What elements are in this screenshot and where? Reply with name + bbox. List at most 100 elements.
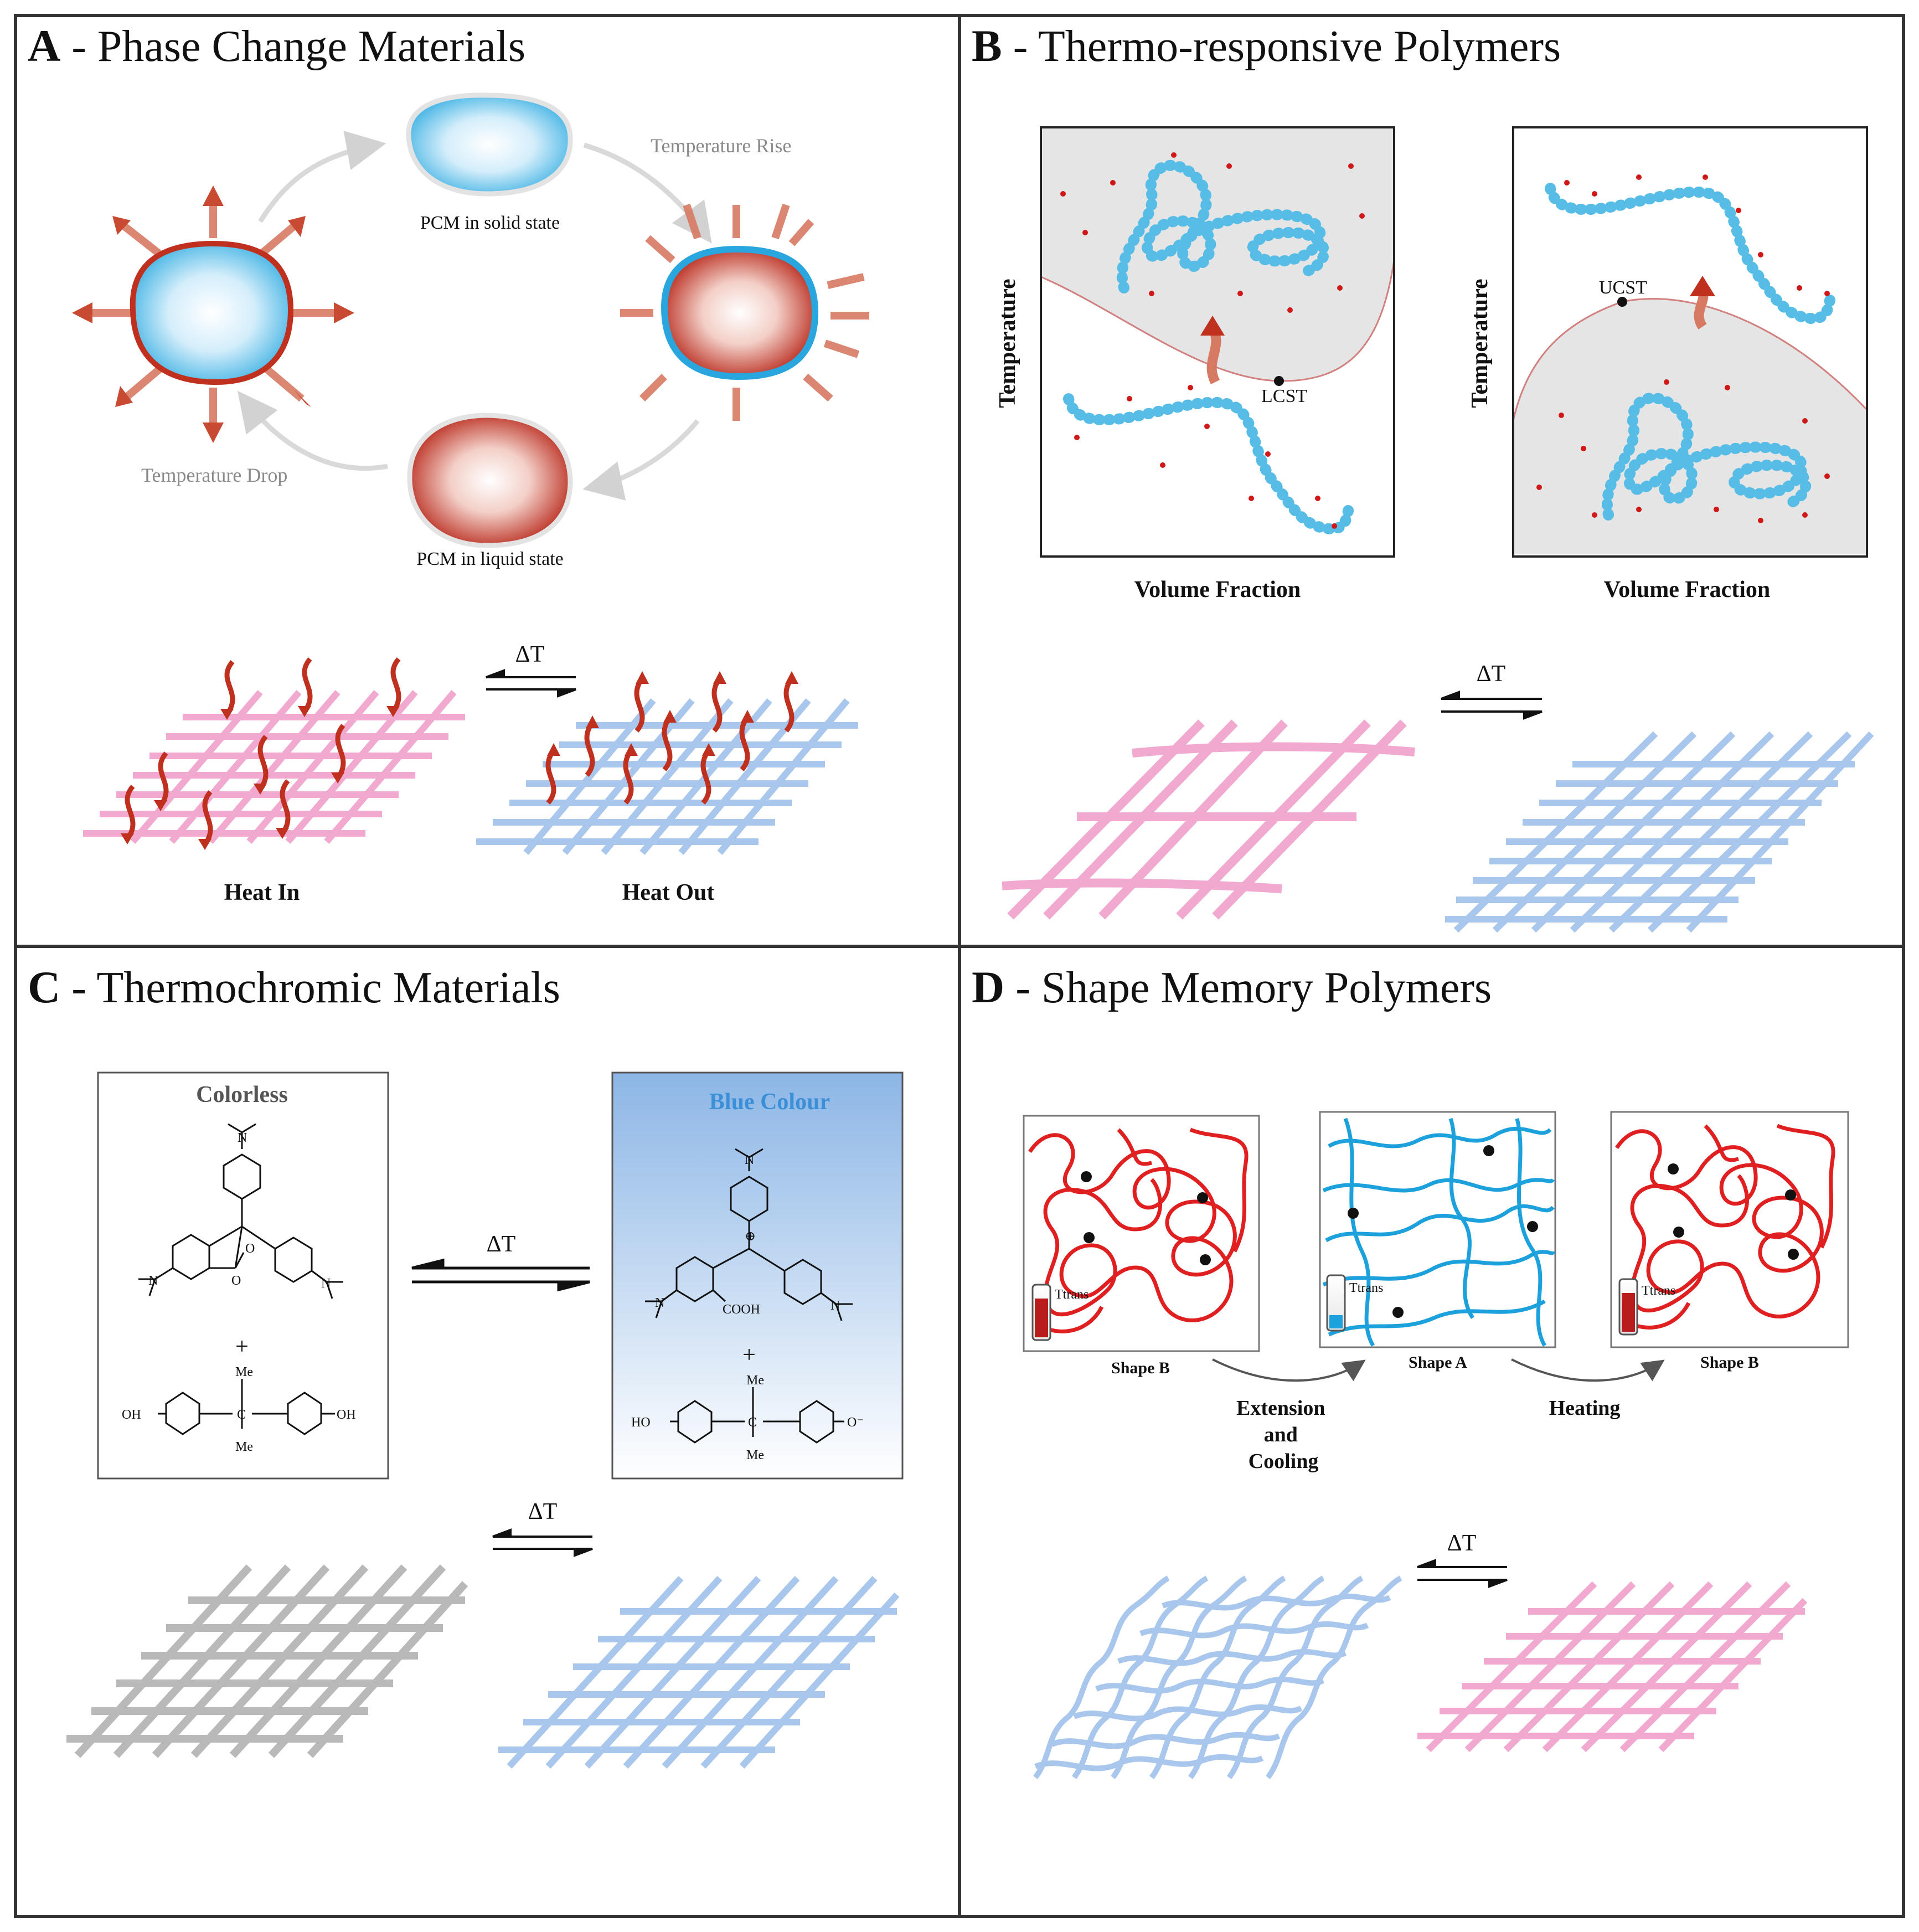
chem-n-top-colored: N [745,1153,754,1167]
chem-n-left-colored: N [655,1296,664,1310]
ucst-arrowhead [1690,276,1715,296]
crosslinks-2 [1348,1145,1538,1318]
label-pcm-liquid: PCM in liquid state [416,549,563,569]
equilibrium-arrows-d [1417,1559,1508,1588]
label-heating: Heating [1549,1397,1621,1420]
colorless-box [97,1071,389,1480]
chem-me-bottom-bpa-colored: Me [746,1448,764,1462]
ucst-frame [1512,126,1868,558]
equilibrium-arrows-a [486,669,576,698]
thermometer-3 [1618,1278,1638,1336]
panel-b: B - Thermo-responsive Polymers LCST Temp… [972,20,1874,933]
delta-t-a: ΔT [515,642,545,667]
step1-line1: Extension [1236,1397,1325,1420]
lcst-arrowhead [1200,316,1225,336]
crosslinks-1 [1081,1171,1211,1265]
chem-n-right-leuco: N [321,1276,331,1291]
chem-me-top-bpa-colored: Me [746,1373,764,1388]
chem-o-carbonyl-leuco: O [231,1274,241,1288]
cycle-arrow-top-right [583,142,712,244]
ucst-chain-extended [1545,183,1838,324]
label-heat-out: Heat Out [622,880,715,905]
label-extension-cooling: Extension and Cooling [1236,1397,1330,1473]
lcst-diagram: LCST Temperature Volume Fraction [995,126,1395,602]
label-temperature-drop: Temperature Drop [141,464,287,486]
shape-a-box [1319,1111,1556,1348]
xlabel-volume-fraction-left: Volume Fraction [1134,577,1301,602]
delta-t-d: ΔT [1447,1531,1477,1556]
label-ucst: UCST [1599,277,1647,298]
panel-c-title: C - Thermochromic Materials [28,962,560,1012]
chem-plus-colored: + [742,1342,756,1368]
pcm-absorbing-heat [620,203,869,421]
blue-colour-box [611,1071,904,1480]
chem-n-right-colored: N [830,1299,840,1313]
lcst-chain-extended [1063,393,1356,535]
pcm-blob-left [130,240,294,385]
mesh-heat-in [83,690,465,844]
panel-a: A - Phase Change Materials Temperature R… [28,20,869,905]
equilibrium-arrows-b [1441,691,1543,720]
label-ttrans-3: Ttrans [1642,1284,1675,1298]
mesh-wavy-blue [1033,1575,1402,1779]
lcst-binodal-curve [1040,260,1395,382]
step1-line2: and [1264,1423,1298,1446]
pcm-solid-blob [406,92,573,197]
lcst-frame [1040,126,1395,558]
mesh-collapsed [1445,731,1874,933]
equilibrium-arrows-c-bottom [492,1528,593,1557]
colored-dye-structure [645,1148,853,1444]
cycle-arrow-top-left [258,131,386,223]
panel-b-title: B - Thermo-responsive Polymers [972,20,1561,71]
equilibrium-arrows-c-top [411,1258,590,1292]
chem-n-top-leuco: N [238,1131,247,1145]
lcst-two-phase-region [1041,127,1394,382]
panel-a-title: A - Phase Change Materials [28,20,525,71]
delta-t-b: ΔT [1477,661,1506,687]
panel-c: C - Thermochromic Materials Colorless [28,962,904,1769]
panel-d: D - Shape Memory Polymers Ttrans Shape B… [972,962,1849,1779]
chem-c-bpa: C [237,1408,246,1422]
xlabel-volume-fraction-right: Volume Fraction [1604,577,1771,602]
ylabel-temperature-left: Temperature [995,279,1020,408]
label-shape-b-2: Shape B [1700,1353,1759,1372]
ylabel-temperature-right: Temperature [1467,279,1493,408]
mesh-swollen [1002,719,1415,920]
pcm-blob-right [661,245,819,380]
heat-in-arrowheads [121,706,400,850]
label-temperature-rise: Temperature Rise [651,135,791,157]
chem-ho-colored: HO [631,1415,651,1430]
label-blue-colour: Blue Colour [709,1089,830,1115]
heat-out-arrowheads [72,186,354,443]
delta-t-c-bottom: ΔT [528,1499,558,1524]
chem-cooh: COOH [723,1302,760,1317]
ucst-point [1617,297,1627,307]
chem-o-ring-leuco: O [245,1241,255,1256]
mesh-blue-c [498,1575,900,1769]
label-pcm-solid: PCM in solid state [420,213,560,233]
chem-n-left-leuco: N [148,1274,158,1288]
label-ttrans-2: Ttrans [1349,1281,1383,1295]
pcm-releasing-heat [72,186,354,443]
cycle-arrow-bottom-left [237,390,388,471]
lcst-coil [1116,159,1330,293]
label-lcst: LCST [1261,386,1307,406]
chem-oh-left-bpa: OH [122,1408,141,1422]
ucst-solvent-dots [1536,174,1830,523]
heat-out-arrowheads-mesh [547,671,798,756]
thermometer-1 [1031,1284,1051,1341]
mesh-gray [66,1564,468,1758]
network-red-1 [1028,1127,1249,1333]
label-ttrans-1: Ttrans [1055,1287,1089,1302]
mesh-pink-d [1417,1581,1808,1753]
ucst-diagram: UCST Temperature Volume Fraction [1467,126,1868,602]
delta-t-c-top: ΔT [487,1232,516,1257]
chem-c-bpa-colored: C [748,1415,757,1430]
arrow-heating [1511,1358,1665,1382]
cycle-arrow-bottom-right [582,419,700,501]
label-colorless: Colorless [196,1082,288,1107]
shape-b-box-1 [1023,1115,1260,1352]
label-shape-b-1: Shape B [1111,1359,1170,1377]
heat-in-wavy-arrows [125,657,401,846]
